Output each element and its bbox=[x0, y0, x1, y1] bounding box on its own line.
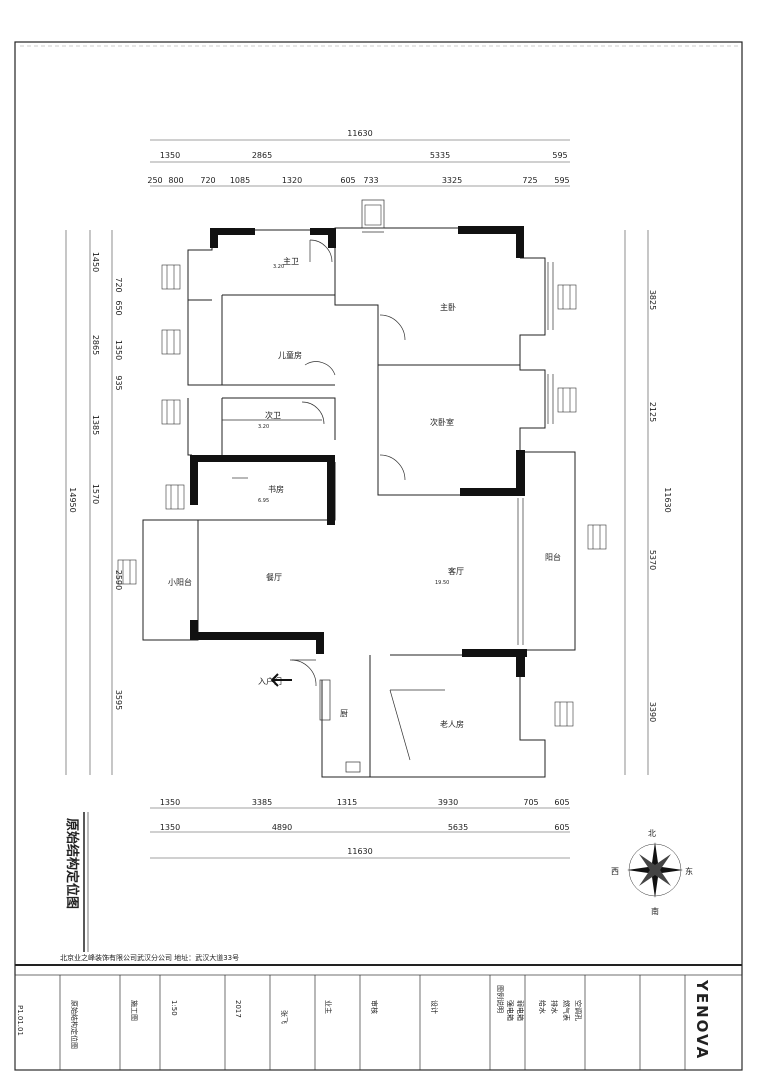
tb-cell-9: 强电箱 bbox=[506, 1000, 515, 1021]
bottom-dimensions: 1350 3385 1315 3930 705 605 1350 4890 56… bbox=[150, 798, 570, 859]
dim-left-4: 1350 bbox=[114, 340, 123, 360]
tb-cell-4: 张飞 bbox=[280, 1010, 289, 1024]
dim-top-r1-3: 595 bbox=[552, 151, 567, 160]
right-dimensions: 3825 2125 5370 3390 11630 bbox=[624, 230, 672, 775]
title-block-text: P1.01.01 原始结构定位图 施工图 1:50 2017 张飞 业主 审核 … bbox=[16, 979, 711, 1060]
label-dining: 餐厅 bbox=[266, 573, 282, 582]
dim-top-r2-2: 720 bbox=[200, 176, 215, 185]
dim-top-total: 11630 bbox=[347, 129, 372, 138]
dim-top-r2-0: 250 bbox=[147, 176, 162, 185]
brand-logo: YENOVA bbox=[693, 979, 711, 1060]
dim-left-5: 935 bbox=[114, 375, 123, 390]
entrance-arrow-icon bbox=[270, 673, 292, 687]
dim-bot-r1-2: 1315 bbox=[337, 798, 357, 807]
dim-bot-r1-4: 705 bbox=[523, 798, 538, 807]
dim-top-r2-9: 595 bbox=[554, 176, 569, 185]
dim-bot-r1-5: 605 bbox=[554, 798, 569, 807]
tb-cell-12: 排水 bbox=[550, 1000, 559, 1014]
left-dimensions: 14950 1450 720 650 2865 1350 935 1385 15… bbox=[65, 230, 123, 775]
label-second-bedroom: 次卧室 bbox=[430, 417, 454, 427]
structural-walls bbox=[190, 226, 527, 677]
label-study-area: 6.95 bbox=[258, 498, 269, 504]
room-labels: 主卫 3.20 主卧 儿童房 次卫 3.20 次卧室 书房 6.95 小阳台 餐… bbox=[168, 256, 561, 729]
sheet-border bbox=[14, 41, 743, 1071]
dim-top-r2-8: 725 bbox=[522, 176, 537, 185]
label-child-room: 儿童房 bbox=[278, 350, 302, 360]
tb-cell-1: 施工图 bbox=[130, 1000, 139, 1021]
tb-cell-10: 弱电箱 bbox=[516, 1000, 525, 1021]
dim-bot-r1-0: 1350 bbox=[160, 798, 180, 807]
dim-left-9: 3595 bbox=[114, 690, 123, 710]
dim-right-3: 3390 bbox=[648, 702, 657, 722]
dim-right-0: 3825 bbox=[648, 290, 657, 310]
dim-top-r2-1: 800 bbox=[168, 176, 183, 185]
tb-cell-8: 图例说明 bbox=[496, 985, 505, 1013]
label-master-bedroom: 主卧 bbox=[440, 302, 456, 312]
dim-top-r1-0: 1350 bbox=[160, 151, 180, 160]
dim-bot-r1-1: 3385 bbox=[252, 798, 272, 807]
dim-bot-r1-3: 3930 bbox=[438, 798, 458, 807]
dim-top-r2-7: 3325 bbox=[442, 176, 462, 185]
dim-left-total: 14950 bbox=[68, 487, 77, 512]
label-loggia: 阳台 bbox=[545, 552, 561, 562]
label-balcony: 小阳台 bbox=[168, 577, 192, 587]
walls bbox=[142, 227, 576, 778]
dim-right-1: 2125 bbox=[648, 402, 657, 422]
label-living-area: 19.50 bbox=[435, 580, 449, 586]
dim-right-2: 5370 bbox=[648, 550, 657, 570]
dim-top-r2-5: 605 bbox=[340, 176, 355, 185]
label-study: 书房 bbox=[268, 484, 284, 494]
tb-cell-3: 2017 bbox=[234, 1000, 242, 1018]
dim-left-7: 1570 bbox=[91, 484, 100, 504]
tb-cell-2: 1:50 bbox=[170, 1000, 178, 1016]
label-second-bath: 次卫 bbox=[265, 410, 281, 420]
compass-east: 东 bbox=[685, 866, 693, 876]
tb-cell-0: 原始结构定位图 bbox=[70, 1000, 79, 1049]
tb-cell-13: 燃气表 bbox=[562, 1000, 571, 1021]
tb-cell-7: 设计 bbox=[430, 1000, 439, 1014]
dim-top-r1-2: 5335 bbox=[430, 151, 450, 160]
tb-cell-6: 审核 bbox=[370, 1000, 379, 1014]
label-master-bath-area: 3.20 bbox=[273, 264, 284, 270]
dim-bot-r2-3: 605 bbox=[554, 823, 569, 832]
tb-cell-5: 业主 bbox=[324, 1000, 333, 1014]
title-block bbox=[14, 974, 743, 1071]
compass-west: 西 bbox=[611, 867, 619, 876]
dim-left-0: 1450 bbox=[91, 252, 100, 272]
dim-left-2: 650 bbox=[114, 300, 123, 315]
dim-right-total: 11630 bbox=[663, 487, 672, 512]
dim-left-6: 1385 bbox=[91, 415, 100, 435]
doors-windows bbox=[222, 199, 554, 773]
tb-cell-11: 给水 bbox=[538, 1000, 547, 1014]
dim-left-3: 2865 bbox=[91, 335, 100, 355]
dim-bot-r2-0: 1350 bbox=[160, 823, 180, 832]
dim-top-r2-6: 733 bbox=[363, 176, 378, 185]
dim-bot-r2-2: 5635 bbox=[448, 823, 468, 832]
label-kitchen: 厨 bbox=[340, 709, 348, 718]
dim-bot-r2-1: 4890 bbox=[272, 823, 292, 832]
dim-top-r2-3: 1085 bbox=[230, 176, 250, 185]
compass-rose: 北 南 东 西 bbox=[611, 829, 693, 916]
sheet-number: P1.01.01 bbox=[16, 1005, 24, 1036]
dim-top-r1-1: 2865 bbox=[252, 151, 272, 160]
dim-left-1: 720 bbox=[114, 277, 123, 292]
dim-bot-total: 11630 bbox=[347, 847, 372, 856]
compass-south: 南 bbox=[651, 906, 659, 916]
dim-top-r2-4: 1320 bbox=[282, 176, 302, 185]
company-line: 北京业之峰装饰有限公司武汉分公司 地址：武汉大道33号 bbox=[60, 953, 239, 962]
dim-left-8: 2590 bbox=[114, 570, 123, 590]
tb-cell-14: 空调孔 bbox=[574, 1000, 583, 1021]
plan-title: 原始结构定位图 bbox=[64, 818, 80, 909]
label-living: 客厅 bbox=[448, 566, 464, 576]
compass-north: 北 bbox=[648, 829, 656, 838]
label-second-bath-area: 3.20 bbox=[258, 424, 269, 430]
top-dimensions: 11630 1350 2865 5335 595 250 800 720 108… bbox=[147, 129, 570, 187]
label-entrance: 入户门 bbox=[258, 676, 282, 686]
label-master-bath: 主卫 bbox=[283, 256, 299, 266]
fixture-symbols bbox=[117, 204, 607, 727]
label-elder-room: 老人房 bbox=[440, 719, 464, 729]
